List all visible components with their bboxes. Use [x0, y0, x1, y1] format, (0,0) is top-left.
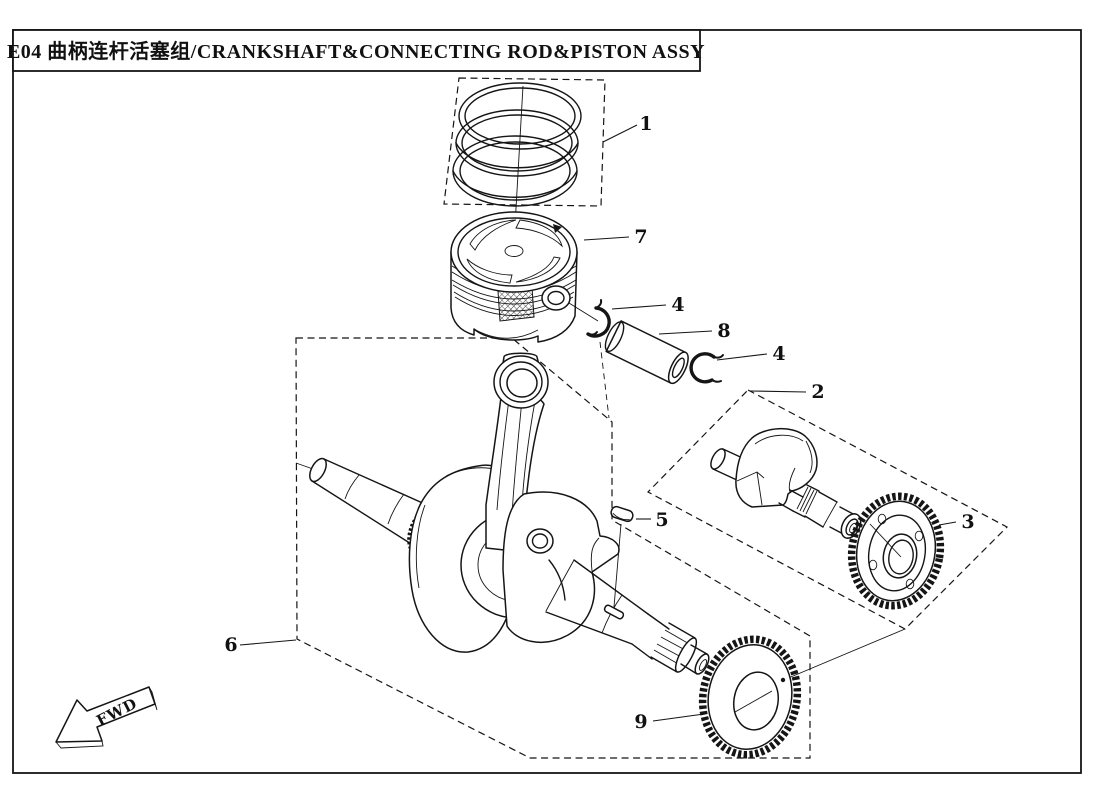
piston-ring-set [452, 82, 582, 207]
balance-weight-lobe [735, 428, 818, 508]
callout-8: 8 [717, 320, 730, 342]
callout-4-left: 4 [671, 294, 684, 316]
piston-crown-swirl [466, 219, 563, 284]
crank-right-web [502, 491, 620, 643]
callout-1: 1 [639, 113, 652, 135]
crank-right-shaft [545, 559, 710, 675]
callout-7: 7 [634, 226, 647, 248]
title-box [12, 29, 701, 72]
balance-knurl-ring [792, 484, 820, 518]
crank-spline [650, 622, 698, 673]
callout-5: 5 [655, 509, 668, 531]
group-box-ring-set [443, 77, 606, 207]
gear9-tie-line [785, 628, 906, 680]
piston-pin [604, 320, 689, 385]
crankshaft-gear [698, 635, 802, 759]
page-title: E04 曲柄连杆活塞组/CRANKSHAFT&CONNECTING ROD&PI… [7, 39, 705, 63]
crankshaft-conrod-assembly [309, 352, 710, 675]
fwd-direction-marker: FWD [55, 686, 158, 749]
crank-left-shaft [309, 457, 437, 548]
callout-9: 9 [634, 711, 647, 733]
balance-shaft-gear [847, 492, 945, 610]
woodruff-key [610, 505, 634, 608]
connecting-rod [485, 352, 549, 553]
piston [450, 211, 599, 343]
crank-keyway-slot [603, 604, 625, 620]
callout-leaders [239, 124, 957, 722]
box-tie-line [295, 462, 314, 470]
circlip-left [586, 299, 611, 338]
callout-4-right: 4 [772, 343, 785, 365]
callout-6: 6 [224, 634, 237, 656]
piston-orientation-mark [553, 224, 562, 233]
group-box-crankshaft [295, 337, 811, 759]
balance-shaft [710, 428, 862, 539]
callout-2: 2 [811, 381, 824, 403]
circlip-right [689, 352, 724, 384]
group-box-balance-shaft [647, 389, 1008, 630]
pin-bore [541, 285, 571, 311]
callout-3: 3 [961, 511, 974, 533]
centerline-pin [599, 341, 610, 419]
